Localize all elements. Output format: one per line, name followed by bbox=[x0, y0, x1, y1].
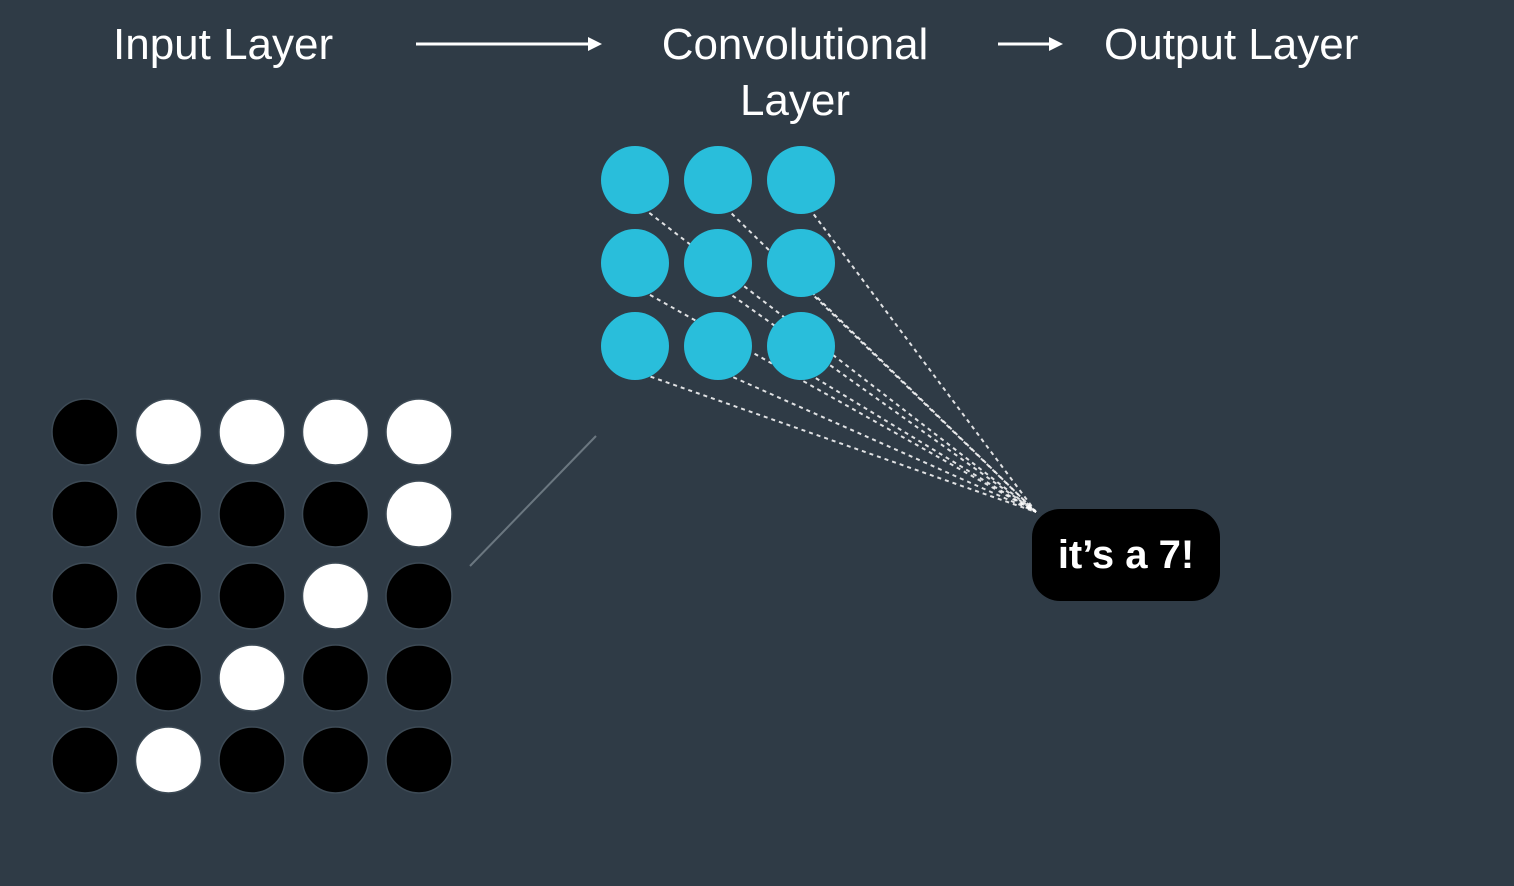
conv-node bbox=[684, 229, 752, 297]
input-node-black bbox=[301, 726, 370, 794]
input-node-black bbox=[51, 398, 119, 466]
convolutional-layer-nodes bbox=[601, 146, 835, 380]
output-prediction-bubble: it’s a 7! bbox=[1032, 509, 1220, 601]
conv-node bbox=[767, 229, 835, 297]
connection-line bbox=[725, 373, 1037, 513]
input-node-black bbox=[218, 480, 286, 548]
input-node-black bbox=[51, 726, 119, 794]
input-node-black bbox=[301, 480, 370, 548]
input-node-black bbox=[134, 644, 203, 712]
input-node-black bbox=[385, 644, 453, 712]
connection-line bbox=[725, 290, 1037, 513]
input-node-white bbox=[385, 398, 453, 466]
conv-node bbox=[767, 312, 835, 380]
output-layer-label: Output Layer bbox=[1104, 20, 1359, 69]
input-node-black bbox=[51, 480, 119, 548]
input-node-white bbox=[134, 398, 203, 466]
input-node-black bbox=[134, 562, 203, 630]
input-node-white bbox=[385, 480, 453, 548]
input-node-white bbox=[218, 644, 286, 712]
input-node-black bbox=[51, 644, 119, 712]
input-node-white bbox=[218, 398, 286, 466]
input-layer-grid bbox=[51, 398, 453, 794]
convolutional-layer-label: Convolutional Layer bbox=[661, 20, 929, 125]
connection-line bbox=[642, 373, 1037, 513]
input-node-black bbox=[134, 480, 203, 548]
conv-node bbox=[684, 146, 752, 214]
conv-node bbox=[601, 312, 669, 380]
input-node-black bbox=[301, 644, 370, 712]
connection-line bbox=[808, 207, 1037, 513]
input-node-white bbox=[134, 726, 203, 794]
conv-node bbox=[601, 146, 669, 214]
conv-node bbox=[601, 229, 669, 297]
input-node-white bbox=[301, 398, 370, 466]
arrow-head-input-to-conv bbox=[588, 37, 602, 51]
input-node-black bbox=[51, 562, 119, 630]
input-layer-label: Input Layer bbox=[113, 20, 334, 69]
input-node-white bbox=[301, 562, 370, 630]
conv-node bbox=[767, 146, 835, 214]
conv-node bbox=[684, 312, 752, 380]
connection-line bbox=[808, 373, 1037, 513]
receptive-field-line bbox=[469, 435, 597, 567]
header-arrows bbox=[416, 37, 1063, 51]
input-node-black bbox=[218, 562, 286, 630]
input-node-black bbox=[385, 726, 453, 794]
arrow-head-conv-to-output bbox=[1049, 37, 1063, 51]
input-node-black bbox=[218, 726, 286, 794]
input-node-black bbox=[385, 562, 453, 630]
connection-line bbox=[808, 290, 1037, 513]
